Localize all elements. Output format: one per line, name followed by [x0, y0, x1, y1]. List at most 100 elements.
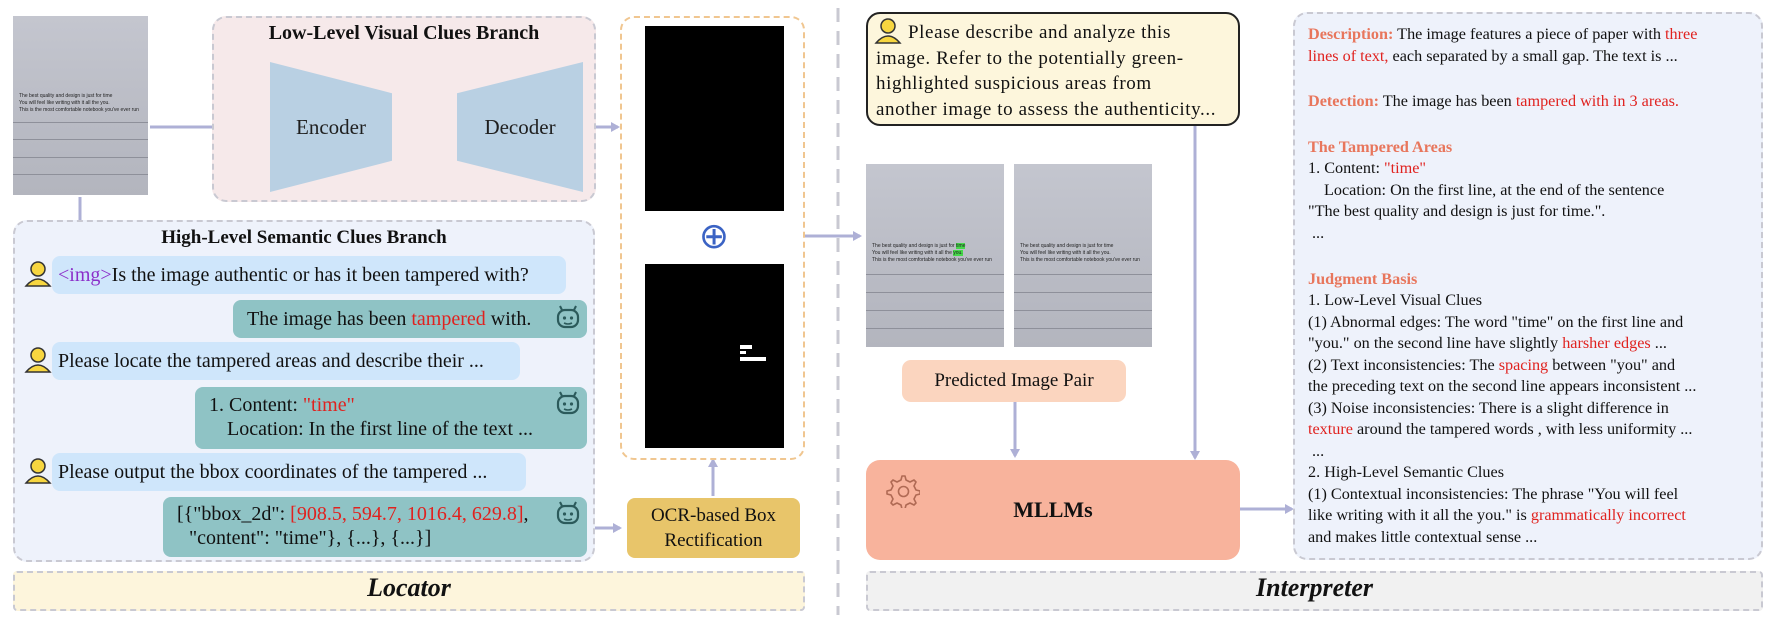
photo-text-line1-word: time — [102, 93, 113, 99]
answer-location-text: Location: In the first line of the text … — [227, 418, 534, 440]
bbox-content-text: "content": "time"}, {...}, {...}] — [189, 527, 432, 549]
area-location: Location: On the first line, at the end … — [1324, 180, 1665, 199]
desc-text-2: each separated by a small gap. The text … — [1388, 46, 1678, 65]
interpreter-output-text: Description: The image features a piece … — [1308, 24, 1758, 548]
basis-heading: Judgment Basis — [1308, 269, 1418, 288]
user-avatar-icon — [24, 261, 52, 287]
basis-edges-red: harsher edges — [1562, 334, 1651, 352]
chat-answer-location: 1. Content: "time" Location: In the firs… — [195, 387, 587, 449]
area-content-label: 1. Content: — [1308, 159, 1384, 177]
chat-question-authentic: <img>Is the image authentic or has it be… — [52, 256, 566, 294]
basis-texture-post: around the tampered words , with less un… — [1352, 420, 1693, 438]
areas-heading: The Tampered Areas — [1308, 137, 1453, 156]
basis-ellipsis: ... — [1312, 441, 1325, 460]
robot-avatar-icon — [556, 391, 580, 415]
ocr-box-line2: Rectification — [664, 530, 763, 551]
area-ellipsis: ... — [1312, 223, 1325, 242]
mllm-block: MLLMs — [866, 460, 1240, 560]
interpreter-label: Interpreter — [1256, 573, 1373, 602]
img-token: <img> — [58, 264, 112, 286]
prompt-line4: another image to assess the authenticity… — [876, 98, 1217, 120]
area-content-value: "time" — [1384, 159, 1426, 177]
encoder-label: Encoder — [296, 114, 366, 139]
detection-heading: Detection: — [1308, 91, 1380, 110]
prompt-line3: highlighted suspicious areas from — [876, 73, 1152, 94]
pair-a-line2: You will feel like writing with it all t… — [872, 250, 952, 256]
pair-a-line3: This is the most comfortable notebook yo… — [872, 257, 992, 263]
chat-answer-tampered: The image has been tampered with. — [233, 300, 587, 338]
plus-icon: ⊕ — [698, 216, 730, 257]
pair-b-line1-word: time — [1103, 243, 1114, 249]
ocr-box-line1: OCR-based Box — [650, 505, 777, 526]
bbox-key-text: [{"bbox_2d": — [177, 503, 291, 525]
desc-red-1: three — [1665, 25, 1698, 43]
locator-bar — [13, 571, 805, 611]
chat-answer-bbox: [{"bbox_2d": [908.5, 594.7, 1016.4, 629.… — [163, 497, 587, 557]
mllm-label: MLLMs — [1013, 497, 1093, 522]
input-photo: The best quality and design is just for … — [13, 16, 148, 195]
user-avatar-icon — [874, 18, 902, 44]
basis-grammar-red: grammatically incorrect — [1530, 506, 1686, 524]
area-sentence: "The best quality and design is just for… — [1308, 202, 1606, 220]
bbox-comma: , — [523, 503, 529, 525]
interpreter-output-box — [1293, 12, 1763, 560]
pair-a-line2-highlight: you. — [953, 250, 963, 256]
decoder-label: Decoder — [484, 114, 556, 139]
photo-text-line1: The best quality and design is just for — [19, 93, 102, 99]
interpreter-bar — [866, 571, 1763, 611]
basis-contextual: (1) Contextual inconsistencies: The phra… — [1308, 484, 1679, 503]
gear-icon — [886, 475, 920, 508]
basis-edges-text: "you." on the second line have slightly — [1308, 334, 1563, 352]
predicted-image-highlighted: The best quality and design is just for … — [866, 164, 1004, 347]
mask-low-level — [645, 26, 784, 211]
pair-a-line1: The best quality and design is just for — [872, 243, 955, 249]
basis-high-level: 2. High-Level Semantic Clues — [1308, 463, 1505, 481]
locator-label: Locator — [367, 573, 451, 602]
detection-red: tampered with in 3 areas. — [1515, 91, 1679, 110]
prompt-line2: image. Refer to the potentially green- — [876, 47, 1184, 69]
desc-text: The image features a piece of paper with — [1393, 25, 1666, 43]
question-bbox-text: Please output the bbox coordinates of th… — [58, 461, 488, 483]
chat-question-locate: Please locate the tampered areas and des… — [52, 342, 520, 380]
mask-high-level — [645, 264, 784, 448]
basis-spacing-post: between "you" and — [1548, 355, 1676, 374]
answer-tampered-keyword: tampered — [411, 308, 486, 330]
pair-b-line2-word: you. — [1101, 250, 1111, 256]
pair-b-line1: The best quality and design is just for — [1020, 243, 1103, 249]
basis-spacing-red: spacing — [1498, 355, 1549, 374]
basis-abnormal-edges: (1) Abnormal edges: The word "time" on t… — [1308, 312, 1684, 331]
answer-content-value: "time" — [302, 394, 355, 416]
answer-tampered-post: with. — [485, 308, 532, 330]
basis-texture-red: texture — [1308, 420, 1353, 438]
question-authentic-text: Is the image authentic or has it been ta… — [111, 264, 529, 286]
predicted-image-original: The best quality and design is just for … — [1014, 164, 1152, 347]
user-avatar-icon — [24, 347, 52, 373]
basis-edges-post: ... — [1650, 334, 1667, 352]
answer-tampered-pre: The image has been — [247, 308, 412, 330]
mask-output-box — [620, 16, 805, 460]
high-level-branch-title: High-Level Semantic Clues Branch — [161, 227, 447, 248]
basis-text-inconsist: (2) Text inconsistencies: The — [1308, 355, 1499, 374]
answer-content-label: 1. Content: — [209, 394, 303, 416]
photo-text-line2-word: you. — [100, 100, 110, 106]
pair-b-line3: This is the most comfortable notebook yo… — [1020, 257, 1140, 263]
robot-avatar-icon — [556, 501, 580, 525]
pair-a-line1-highlight: time — [955, 243, 966, 249]
low-level-branch-title: Low-Level Visual Clues Branch — [268, 22, 540, 44]
prompt-line1: Please describe and analyze this — [908, 22, 1171, 43]
photo-text-line3: This is the most comfortable notebook yo… — [19, 107, 139, 113]
bbox-coordinates: [908.5, 594.7, 1016.4, 629.8] — [290, 503, 524, 525]
predicted-pair-label: Predicted Image Pair — [902, 360, 1126, 402]
ocr-rectification-box: OCR-based Box Rectification — [627, 498, 800, 558]
basis-low-level: 1. Low-Level Visual Clues — [1308, 291, 1483, 309]
desc-heading: Description: — [1308, 25, 1394, 43]
question-locate-text: Please locate the tampered areas and des… — [58, 350, 484, 372]
chat-question-bbox: Please output the bbox coordinates of th… — [52, 453, 526, 491]
desc-red-2: lines of text, — [1308, 46, 1389, 65]
basis-noise: (3) Noise inconsistencies: There is a sl… — [1308, 398, 1669, 417]
photo-text-line2: You will feel like writing with it all t… — [19, 100, 99, 106]
basis-contextual-text: like writing with it all the you." is — [1308, 506, 1531, 524]
interpreter-prompt-bubble: Please describe and analyze this image. … — [866, 12, 1240, 126]
detection-text: The image has been — [1379, 91, 1516, 110]
pair-b-line2: You will feel like writing with it all t… — [1020, 250, 1100, 256]
